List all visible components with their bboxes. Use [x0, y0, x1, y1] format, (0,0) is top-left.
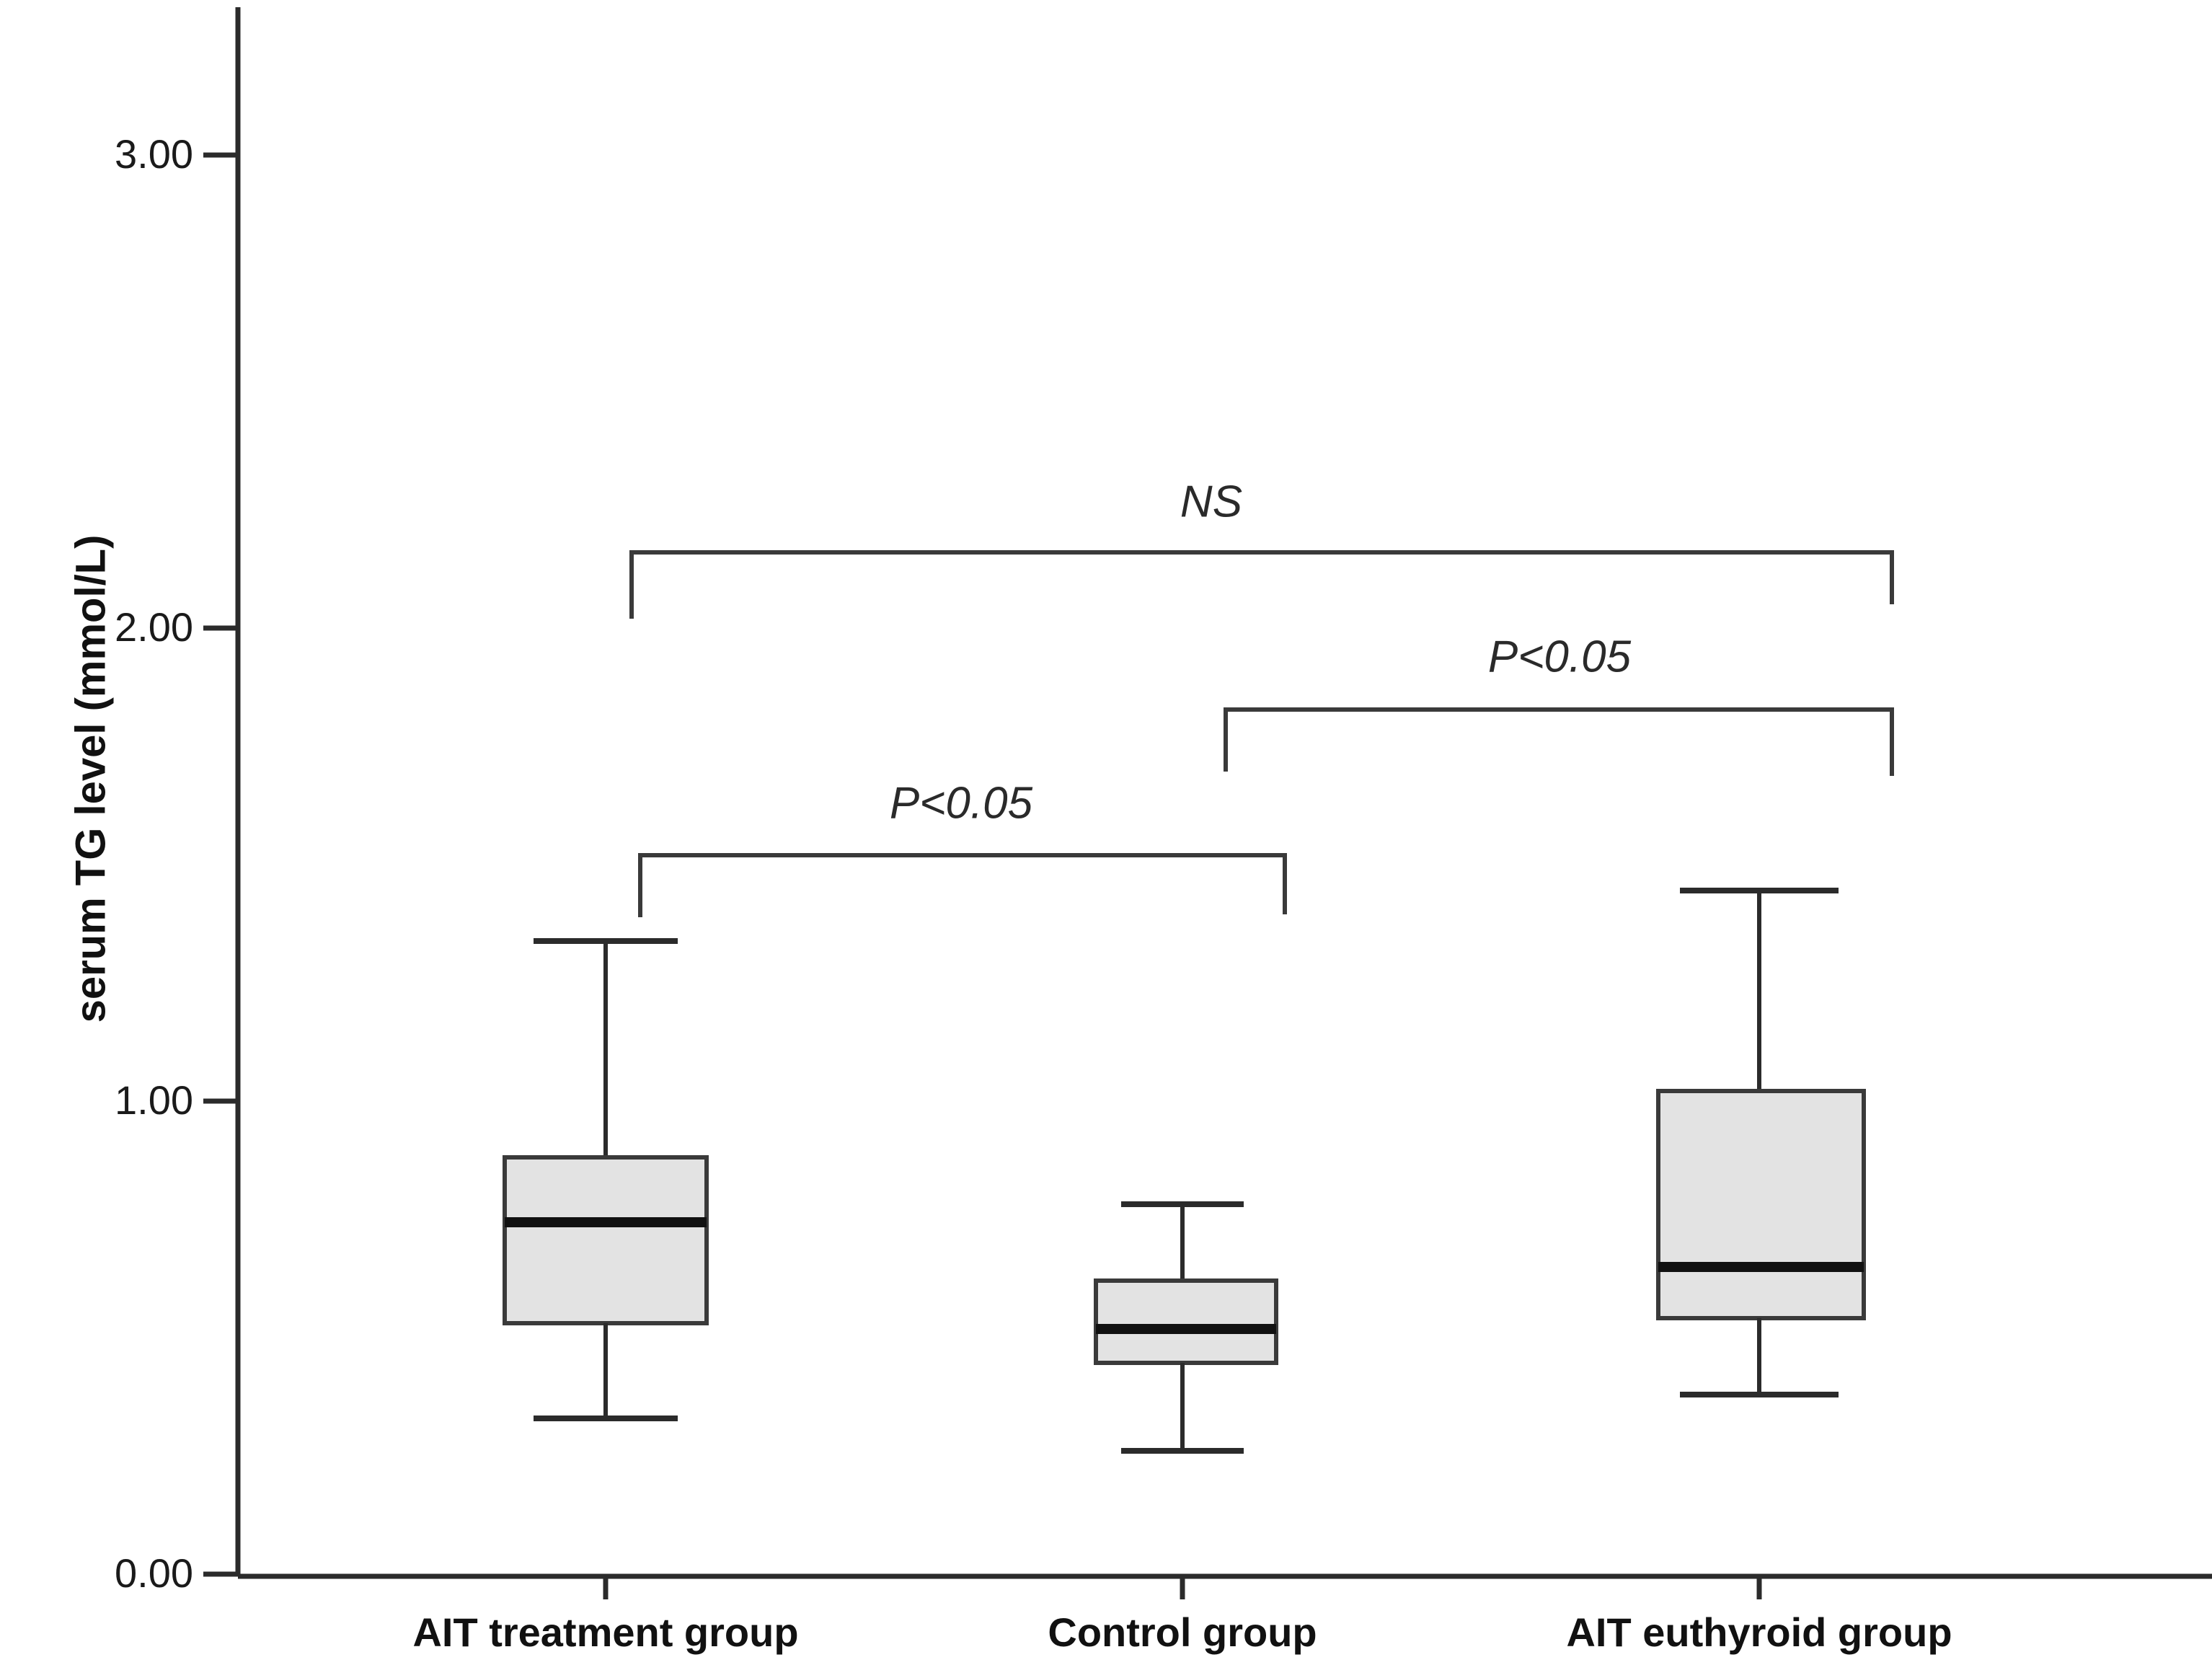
significance-bracket-control-euthyroid: P<0.05 — [1224, 632, 1894, 776]
y-tick-label-1: 1.00 — [115, 1077, 193, 1123]
boxplot-group-2 — [1094, 1201, 1278, 1454]
y-tick-label-3: 3.00 — [115, 131, 193, 177]
y-tick-label-0: 0.00 — [115, 1550, 193, 1596]
boxplot-group-1 — [503, 938, 709, 1421]
box-3 — [1656, 1089, 1866, 1320]
y-axis-ticks — [203, 152, 238, 1577]
p-label-treatment-control: P<0.05 — [890, 778, 1033, 828]
box-1 — [503, 1155, 709, 1325]
boxplot-group-3 — [1656, 888, 1866, 1397]
p-label-control-euthyroid: P<0.05 — [1488, 632, 1632, 681]
y-tick-label-2: 2.00 — [115, 604, 193, 650]
p-bracket-2-3-path — [1224, 707, 1894, 776]
x-axis-label-control-group: Control group — [1048, 1609, 1317, 1655]
p-bracket-1-2-path — [638, 853, 1287, 917]
box-2 — [1094, 1278, 1278, 1365]
ns-label: NS — [1180, 477, 1242, 526]
significance-bracket-ns: NS — [629, 477, 1894, 619]
x-axis-label-ait-euthyroid-group: AIT euthyroid group — [1566, 1609, 1952, 1655]
x-axis-ticks — [603, 1576, 1762, 1599]
ns-bracket-path — [629, 550, 1894, 619]
x-axis-label-ait-treatment-group: AIT treatment group — [412, 1609, 798, 1655]
significance-bracket-treatment-control: P<0.05 — [638, 778, 1287, 917]
y-axis-title: serum TG level (mmol/L) — [67, 535, 114, 1023]
